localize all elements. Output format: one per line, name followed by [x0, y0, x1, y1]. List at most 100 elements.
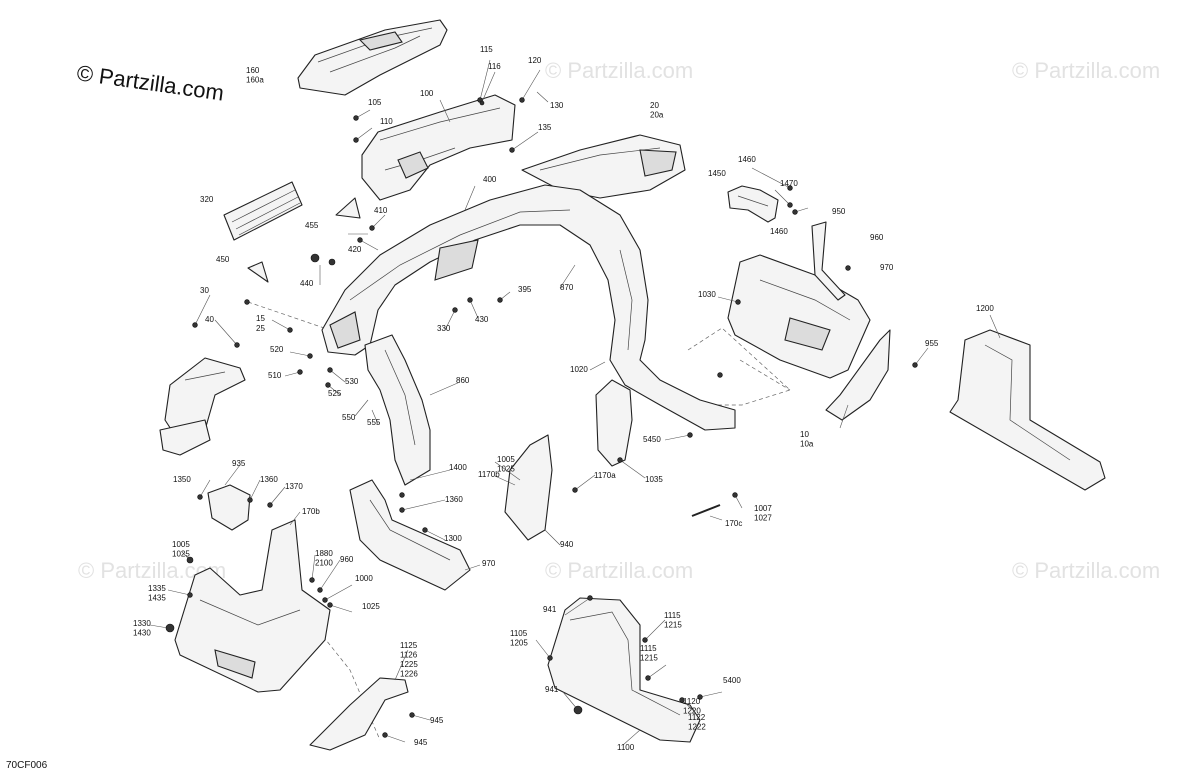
callout-number: 10a — [800, 440, 814, 449]
callout-number: 1025 — [172, 550, 190, 559]
callout-label: 960 — [870, 233, 884, 242]
callout-number: 555 — [367, 418, 381, 427]
callout-number: 1300 — [444, 534, 462, 543]
callout-number: 1025 — [497, 465, 515, 474]
callout-number: 960 — [340, 555, 354, 564]
callout-label: 1300 — [444, 534, 462, 543]
callout-label: 1030 — [698, 290, 716, 299]
part-1200-side-rail — [949, 329, 1106, 491]
callout-label: 1460 — [738, 155, 756, 164]
callout-number: 1370 — [285, 482, 303, 491]
callout-number: 955 — [925, 339, 939, 348]
callout-number: 525 — [328, 389, 342, 398]
callout-label: 1170b — [478, 470, 500, 479]
part-1300-panel — [504, 434, 553, 541]
callout-label: 941 — [545, 685, 559, 694]
diagram-code: 70CF006 — [6, 760, 48, 771]
callout-number: 420 — [348, 245, 362, 254]
callout-label: 1035 — [645, 475, 663, 484]
callout-number: 935 — [232, 459, 246, 468]
callout-number: 160 — [246, 66, 260, 75]
callout-number: 120 — [528, 56, 542, 65]
callout-number: 105 — [368, 98, 382, 107]
callout-label: 520 — [270, 345, 284, 354]
leader-lines — [149, 59, 1001, 746]
callout-number: 941 — [545, 685, 559, 694]
callout-number: 950 — [832, 207, 846, 216]
callout-label: 510 — [268, 371, 282, 380]
callout-number: 30 — [200, 286, 209, 295]
callout-number: 135 — [538, 123, 552, 132]
callout-number: 1115 — [664, 611, 681, 620]
callout-number: 25 — [256, 324, 265, 333]
callout-number: 430 — [475, 315, 489, 324]
fasteners — [165, 97, 918, 738]
part-450-shim — [247, 261, 269, 283]
callout-label: 130 — [550, 101, 564, 110]
part-1000-step — [349, 479, 471, 591]
callout-label: 455 — [305, 221, 319, 230]
callout-label: 1100 — [617, 743, 635, 752]
callout-label: 530 — [345, 377, 359, 386]
callout-number: 400 — [483, 175, 497, 184]
callout-number: 1105 — [510, 629, 528, 638]
callout-label: 430 — [475, 315, 489, 324]
callout-label: 525 — [328, 389, 342, 398]
callout-number: 1215 — [640, 654, 658, 663]
callout-number: 320 — [200, 195, 214, 204]
callout-number: 1460 — [738, 155, 756, 164]
watermark-top-right: © Partzilla.com — [1012, 58, 1160, 83]
callout-label: 1360 — [445, 495, 463, 504]
part-1350-bracket — [207, 484, 251, 531]
callout-label: 115 — [480, 45, 493, 54]
callout-label: 555 — [367, 418, 381, 427]
callout-number: 1880 — [315, 549, 333, 558]
callout-label: 30 — [200, 286, 209, 295]
callout-label: 420 — [348, 245, 362, 254]
callout-label: 870 — [560, 283, 574, 292]
callout-number: 1170a — [594, 471, 616, 480]
callout-label: 1360 — [260, 475, 278, 484]
callout-label: 116 — [488, 62, 501, 71]
callout-label: 1350 — [173, 475, 191, 484]
part-1030-floor-tray — [727, 221, 871, 379]
callout-number: 1215 — [664, 621, 682, 630]
callout-number: 1200 — [976, 304, 994, 313]
callout-number: 1115 — [640, 644, 657, 653]
callout-label: 1020 — [570, 365, 588, 374]
callout-label: 945 — [430, 716, 444, 725]
callout-label: 550 — [342, 413, 356, 422]
callout-number: 1400 — [449, 463, 467, 472]
callout-number: 1170b — [478, 470, 500, 479]
callout-label: 860 — [456, 376, 470, 385]
callout-label: 5400 — [723, 676, 741, 685]
callout-number: 130 — [550, 101, 564, 110]
callout-number: 1335 — [148, 584, 166, 593]
callout-number: 170c — [725, 519, 742, 528]
callout-number: 941 — [543, 605, 557, 614]
callout-number: 550 — [342, 413, 356, 422]
callout-label: 1450 — [708, 169, 726, 178]
callout-number: 5400 — [723, 676, 741, 685]
callout-number: 945 — [430, 716, 444, 725]
callout-label: 1025 — [362, 602, 380, 611]
callout-number: 940 — [560, 540, 574, 549]
callout-label: 15 — [256, 314, 265, 323]
callout-number: 1460 — [770, 227, 788, 236]
callout-number: 110 — [380, 117, 393, 126]
callout-number: 945 — [414, 738, 428, 747]
callout-label: 105 — [368, 98, 382, 107]
watermark-bottom-right: © Partzilla.com — [1012, 558, 1160, 583]
callout-number: 970 — [880, 263, 894, 272]
callout-label: 450 — [216, 255, 230, 264]
callout-number: 860 — [456, 376, 470, 385]
callout-label: 25 — [256, 324, 265, 333]
callout-number: 1360 — [260, 475, 278, 484]
callout-label: 395 — [518, 285, 532, 294]
